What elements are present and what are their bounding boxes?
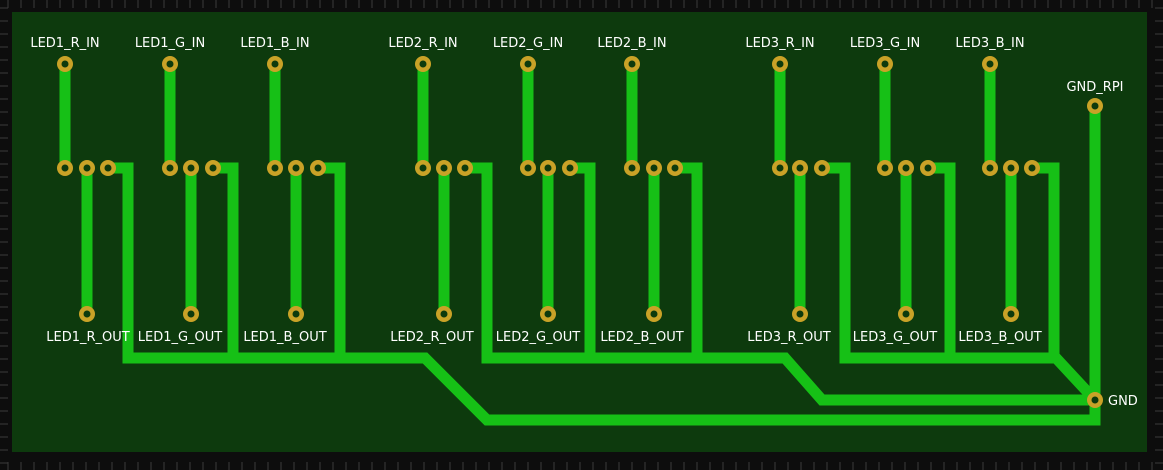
pads xyxy=(57,56,1103,408)
led-pad xyxy=(898,160,914,176)
input-label: LED3_B_IN xyxy=(955,36,1024,51)
pcb-board xyxy=(12,12,1147,452)
output-label: LED1_B_OUT xyxy=(243,330,326,345)
led-pad xyxy=(772,160,788,176)
output-pad xyxy=(79,306,95,322)
input-pad xyxy=(877,56,893,72)
input-pad xyxy=(162,56,178,72)
led-pad xyxy=(982,160,998,176)
input-pad xyxy=(415,56,431,72)
led-pad xyxy=(436,160,452,176)
input-pad xyxy=(520,56,536,72)
led-pad xyxy=(1024,160,1040,176)
input-labels: LED1_R_IN LED1_G_IN LED1_B_IN LED2_R_IN … xyxy=(30,36,1024,51)
output-pad xyxy=(646,306,662,322)
led-pad xyxy=(877,160,893,176)
trace-group1-gnd-bus xyxy=(122,352,1101,426)
output-label: LED3_G_OUT xyxy=(853,330,938,345)
input-label: LED3_R_IN xyxy=(745,36,814,51)
led-pad xyxy=(624,160,640,176)
led-pad xyxy=(792,160,808,176)
input-pad xyxy=(267,56,283,72)
led-pad xyxy=(288,160,304,176)
output-pad xyxy=(436,306,452,322)
output-pad xyxy=(792,306,808,322)
copper-traces xyxy=(59,58,1103,426)
output-label: LED1_R_OUT xyxy=(46,330,130,345)
input-pad xyxy=(624,56,640,72)
input-label: LED1_B_IN xyxy=(240,36,309,51)
led-pad xyxy=(79,160,95,176)
led-pad xyxy=(646,160,662,176)
input-pad xyxy=(982,56,998,72)
trace-group2-gnd-bus xyxy=(481,352,1101,406)
input-pad xyxy=(772,56,788,72)
output-pad xyxy=(288,306,304,322)
gnd-pad xyxy=(1087,392,1103,408)
led-pad xyxy=(920,160,936,176)
led-pad xyxy=(457,160,473,176)
gnd-label: GND xyxy=(1108,394,1138,409)
led-pad xyxy=(57,160,73,176)
output-pad xyxy=(1003,306,1019,322)
led-pad xyxy=(162,160,178,176)
output-label: LED1_G_OUT xyxy=(138,330,223,345)
input-label: LED1_R_IN xyxy=(30,36,99,51)
input-label: LED2_R_IN xyxy=(388,36,457,51)
output-label: LED3_R_OUT xyxy=(747,330,831,345)
output-pad xyxy=(183,306,199,322)
output-labels: LED1_R_OUT LED1_G_OUT LED1_B_OUT LED2_R_… xyxy=(46,330,1041,345)
gnd-rpi-pad xyxy=(1087,98,1103,114)
led-pad xyxy=(540,160,556,176)
input-label: LED3_G_IN xyxy=(850,36,920,51)
led-pad xyxy=(267,160,283,176)
gnd-rpi-label: GND_RPI xyxy=(1066,80,1123,95)
output-label: LED3_B_OUT xyxy=(958,330,1041,345)
trace-group3-gnd-bus xyxy=(839,352,1103,408)
led-pad xyxy=(100,160,116,176)
output-pad xyxy=(898,306,914,322)
input-label: LED1_G_IN xyxy=(135,36,205,51)
output-label: LED2_B_OUT xyxy=(600,330,683,345)
led-pad xyxy=(814,160,830,176)
input-label: LED2_B_IN xyxy=(597,36,666,51)
led-pad xyxy=(183,160,199,176)
led-pad xyxy=(205,160,221,176)
led-pad xyxy=(562,160,578,176)
input-label: LED2_G_IN xyxy=(493,36,563,51)
led-pad xyxy=(310,160,326,176)
output-pad xyxy=(540,306,556,322)
input-pad xyxy=(57,56,73,72)
led-pad xyxy=(667,160,683,176)
led-pad xyxy=(1003,160,1019,176)
output-label: LED2_G_OUT xyxy=(496,330,581,345)
led-pad xyxy=(520,160,536,176)
output-label: LED2_R_OUT xyxy=(390,330,474,345)
led-pad xyxy=(415,160,431,176)
